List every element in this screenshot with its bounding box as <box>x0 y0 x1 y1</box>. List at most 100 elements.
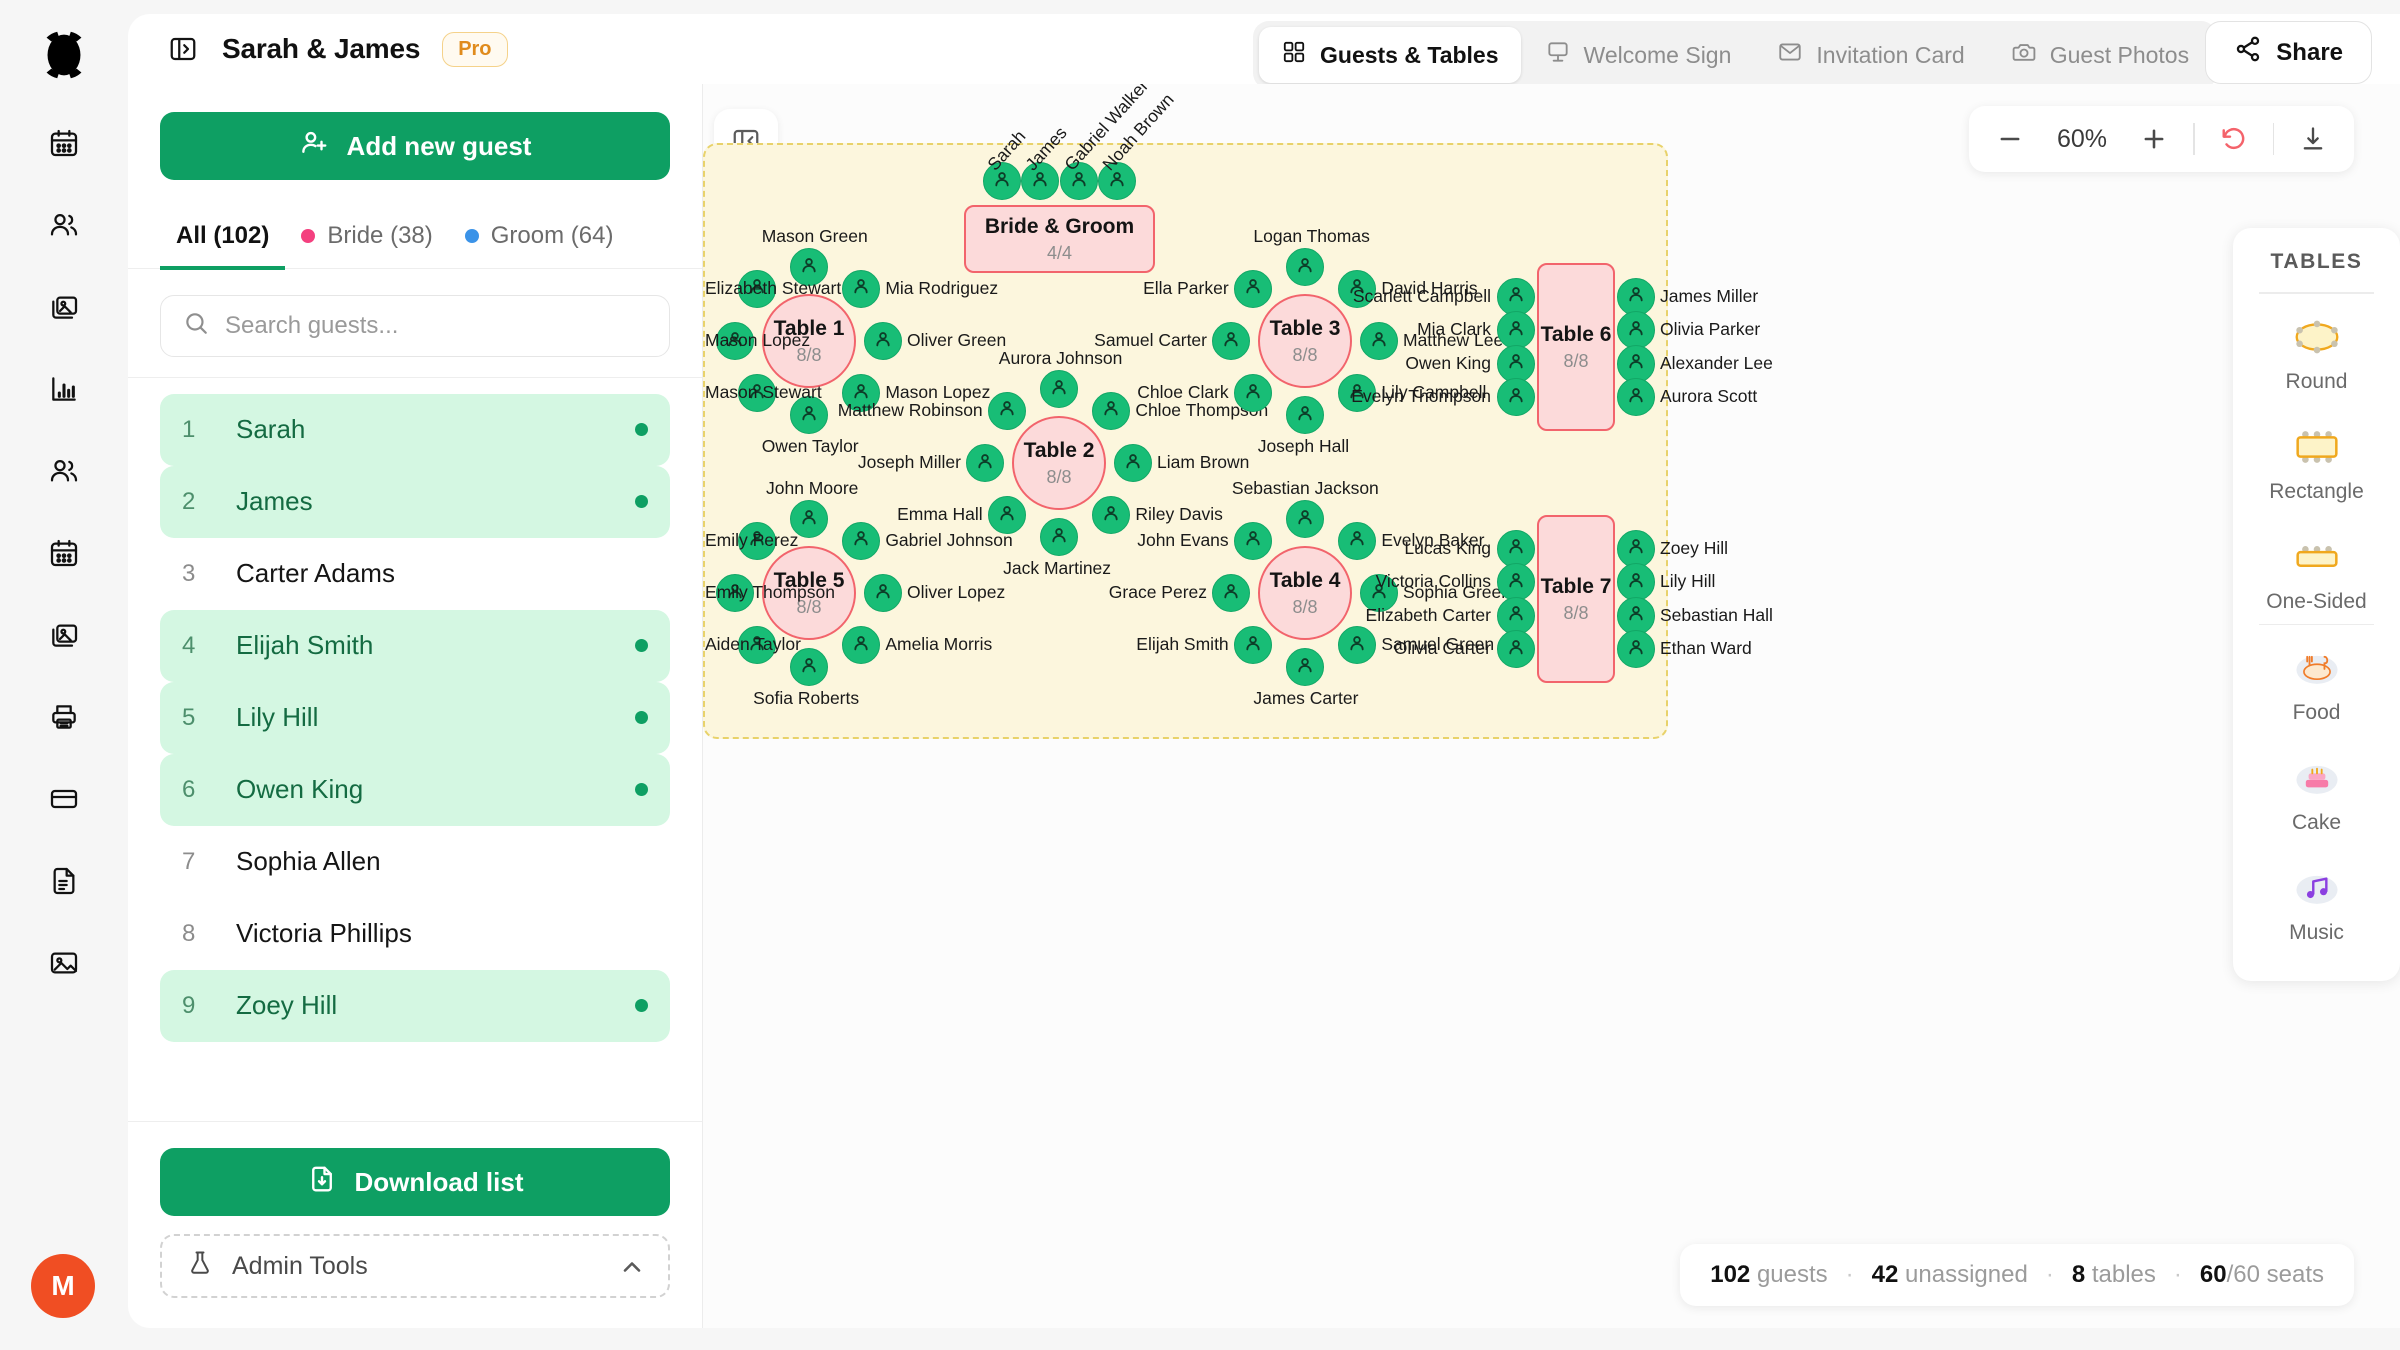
seat[interactable] <box>1114 444 1152 482</box>
seat[interactable] <box>1617 378 1655 417</box>
add-new-guest-button[interactable]: Add new guest <box>160 112 670 180</box>
image-icon[interactable] <box>43 942 85 984</box>
seat[interactable] <box>842 626 881 665</box>
seat[interactable] <box>1360 322 1398 360</box>
seat[interactable] <box>1286 396 1324 434</box>
panel-open-icon[interactable] <box>166 32 200 66</box>
tab-invitation-card[interactable]: Invitation Card <box>1755 27 1986 83</box>
seat[interactable] <box>737 269 776 308</box>
seat[interactable] <box>1286 648 1324 686</box>
users-icon[interactable] <box>43 450 85 492</box>
seat[interactable] <box>1097 162 1136 200</box>
download-list-button[interactable]: Download list <box>160 1148 670 1216</box>
seat[interactable] <box>1233 374 1272 413</box>
seat[interactable] <box>1233 626 1272 665</box>
seat[interactable] <box>1233 521 1272 560</box>
seat[interactable] <box>1617 277 1655 316</box>
seat[interactable] <box>1040 518 1078 556</box>
tab-guests-tables[interactable]: Guests & Tables <box>1259 27 1521 83</box>
filter-groom[interactable]: Groom (64) <box>449 210 630 270</box>
filter-bride[interactable]: Bride (38) <box>285 210 448 270</box>
tab-guest-photos[interactable]: Guest Photos <box>1989 27 2211 83</box>
tab-welcome-sign[interactable]: Welcome Sign <box>1523 27 1754 83</box>
seat[interactable] <box>864 322 902 360</box>
seat[interactable] <box>1092 496 1131 535</box>
seat[interactable] <box>1021 162 1060 200</box>
seat[interactable] <box>1497 529 1535 568</box>
search-input[interactable] <box>225 311 647 340</box>
seat[interactable] <box>987 496 1026 535</box>
zoom-out-button[interactable] <box>1993 122 2027 156</box>
palette-item-cake[interactable]: Cake <box>2233 735 2400 845</box>
seat[interactable] <box>864 574 902 612</box>
palette-item-music[interactable]: Music <box>2233 845 2400 955</box>
palette-item-food[interactable]: Food <box>2233 625 2400 735</box>
app-logo[interactable] <box>31 22 97 88</box>
zoom-in-button[interactable] <box>2137 122 2171 156</box>
admin-tools-button[interactable]: Admin Tools <box>160 1234 670 1298</box>
seat[interactable] <box>842 521 881 560</box>
download-canvas-button[interactable] <box>2296 122 2330 156</box>
seat[interactable] <box>1059 162 1098 200</box>
seat[interactable] <box>737 626 776 665</box>
seat[interactable] <box>1338 626 1377 665</box>
seat[interactable] <box>1338 521 1377 560</box>
reset-view-button[interactable] <box>2217 122 2251 156</box>
seat[interactable] <box>716 574 754 612</box>
seat[interactable] <box>716 322 754 360</box>
seat[interactable] <box>1617 563 1655 602</box>
seat[interactable] <box>1212 322 1250 360</box>
seat[interactable] <box>983 162 1022 200</box>
print-icon[interactable] <box>43 696 85 738</box>
users-icon[interactable] <box>43 204 85 246</box>
seat[interactable] <box>1617 596 1655 635</box>
user-avatar[interactable]: M <box>31 1254 95 1318</box>
seat[interactable] <box>790 248 828 286</box>
seat[interactable] <box>1497 563 1535 602</box>
seat[interactable] <box>966 444 1004 482</box>
seat[interactable] <box>1040 370 1078 408</box>
seat[interactable] <box>1497 344 1535 383</box>
calendar-icon[interactable] <box>43 532 85 574</box>
seat[interactable] <box>1338 269 1377 308</box>
seat[interactable] <box>1360 574 1398 612</box>
share-button[interactable]: Share <box>2205 21 2372 84</box>
search-box[interactable] <box>160 294 670 357</box>
seat[interactable] <box>1617 344 1655 383</box>
seat[interactable] <box>1617 311 1655 350</box>
seat[interactable] <box>1617 630 1655 669</box>
seat[interactable] <box>1092 391 1131 430</box>
palette-item-round[interactable]: Round <box>2233 294 2400 404</box>
seat[interactable] <box>987 391 1026 430</box>
seat[interactable] <box>1286 248 1324 286</box>
calendar-icon[interactable] <box>43 122 85 164</box>
document-icon[interactable] <box>43 860 85 902</box>
photos-icon[interactable] <box>43 614 85 656</box>
seat[interactable] <box>1497 311 1535 350</box>
palette-item-rectangle[interactable]: Rectangle <box>2233 404 2400 514</box>
bar-chart-icon[interactable] <box>43 368 85 410</box>
seat[interactable] <box>1286 500 1324 538</box>
seat[interactable] <box>790 648 828 686</box>
palette-item-one-sided[interactable]: One-Sided <box>2233 514 2400 624</box>
seat[interactable] <box>790 500 828 538</box>
seat[interactable] <box>1617 529 1655 568</box>
seat[interactable] <box>842 269 881 308</box>
seat[interactable] <box>1233 269 1272 308</box>
seat[interactable] <box>1497 277 1535 316</box>
seat[interactable] <box>1212 574 1250 612</box>
seat[interactable] <box>737 374 776 413</box>
